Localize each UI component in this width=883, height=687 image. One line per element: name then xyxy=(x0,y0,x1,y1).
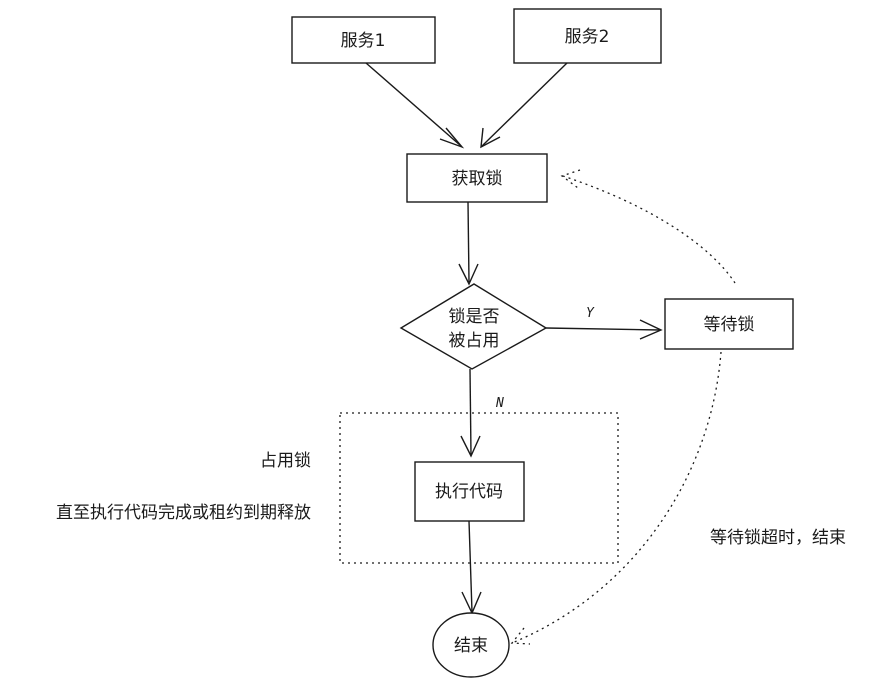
node-execute-code[interactable]: 执行代码 xyxy=(414,461,525,522)
node-end[interactable]: 结束 xyxy=(432,612,510,678)
node-service1[interactable]: 服务1 xyxy=(291,16,436,64)
edge-service1-to-acquire xyxy=(365,62,462,147)
node-decision-lock-occupied[interactable]: 锁是否 被占用 xyxy=(399,283,548,370)
arrowhead-service2 xyxy=(480,127,501,149)
edge-wait-timeout-to-end xyxy=(511,351,722,644)
decision-label-line1: 锁是否 xyxy=(449,307,500,327)
end-label: 结束 xyxy=(454,636,488,656)
edge-wait-back-to-acquire xyxy=(562,175,736,284)
execute-group-box xyxy=(339,412,619,564)
execute-code-label: 执行代码 xyxy=(435,482,503,502)
edge-execute-to-end xyxy=(468,520,473,613)
arrowhead-execute xyxy=(460,435,481,458)
edge-service2-to-acquire xyxy=(481,62,568,147)
node-wait-lock[interactable]: 等待锁 xyxy=(664,298,794,350)
decision-label-line2: 被占用 xyxy=(449,331,500,351)
edge-decision-to-wait xyxy=(545,327,661,331)
note-occupy-lock: 占用锁 xyxy=(260,451,311,471)
node-acquire-lock[interactable]: 获取锁 xyxy=(406,153,548,203)
arrowhead-timeout xyxy=(510,627,531,645)
arrowhead-retry xyxy=(560,169,581,189)
arrowhead-wait xyxy=(639,319,663,340)
acquire-lock-label: 获取锁 xyxy=(452,169,503,189)
service1-label: 服务1 xyxy=(341,31,386,51)
service2-label: 服务2 xyxy=(565,27,610,47)
edge-label-yes: Y xyxy=(586,306,595,321)
edge-decision-to-execute xyxy=(469,368,472,456)
node-service2[interactable]: 服务2 xyxy=(513,8,662,64)
arrowhead-acquire xyxy=(458,263,479,286)
arrowhead-service1 xyxy=(439,127,465,149)
edge-acquire-to-decision xyxy=(467,201,470,283)
edge-label-no: N xyxy=(495,396,504,411)
note-until-done: 直至执行代码完成或租约到期释放 xyxy=(56,503,311,523)
note-wait-timeout: 等待锁超时，结束 xyxy=(710,528,846,548)
wait-lock-label: 等待锁 xyxy=(704,315,755,335)
